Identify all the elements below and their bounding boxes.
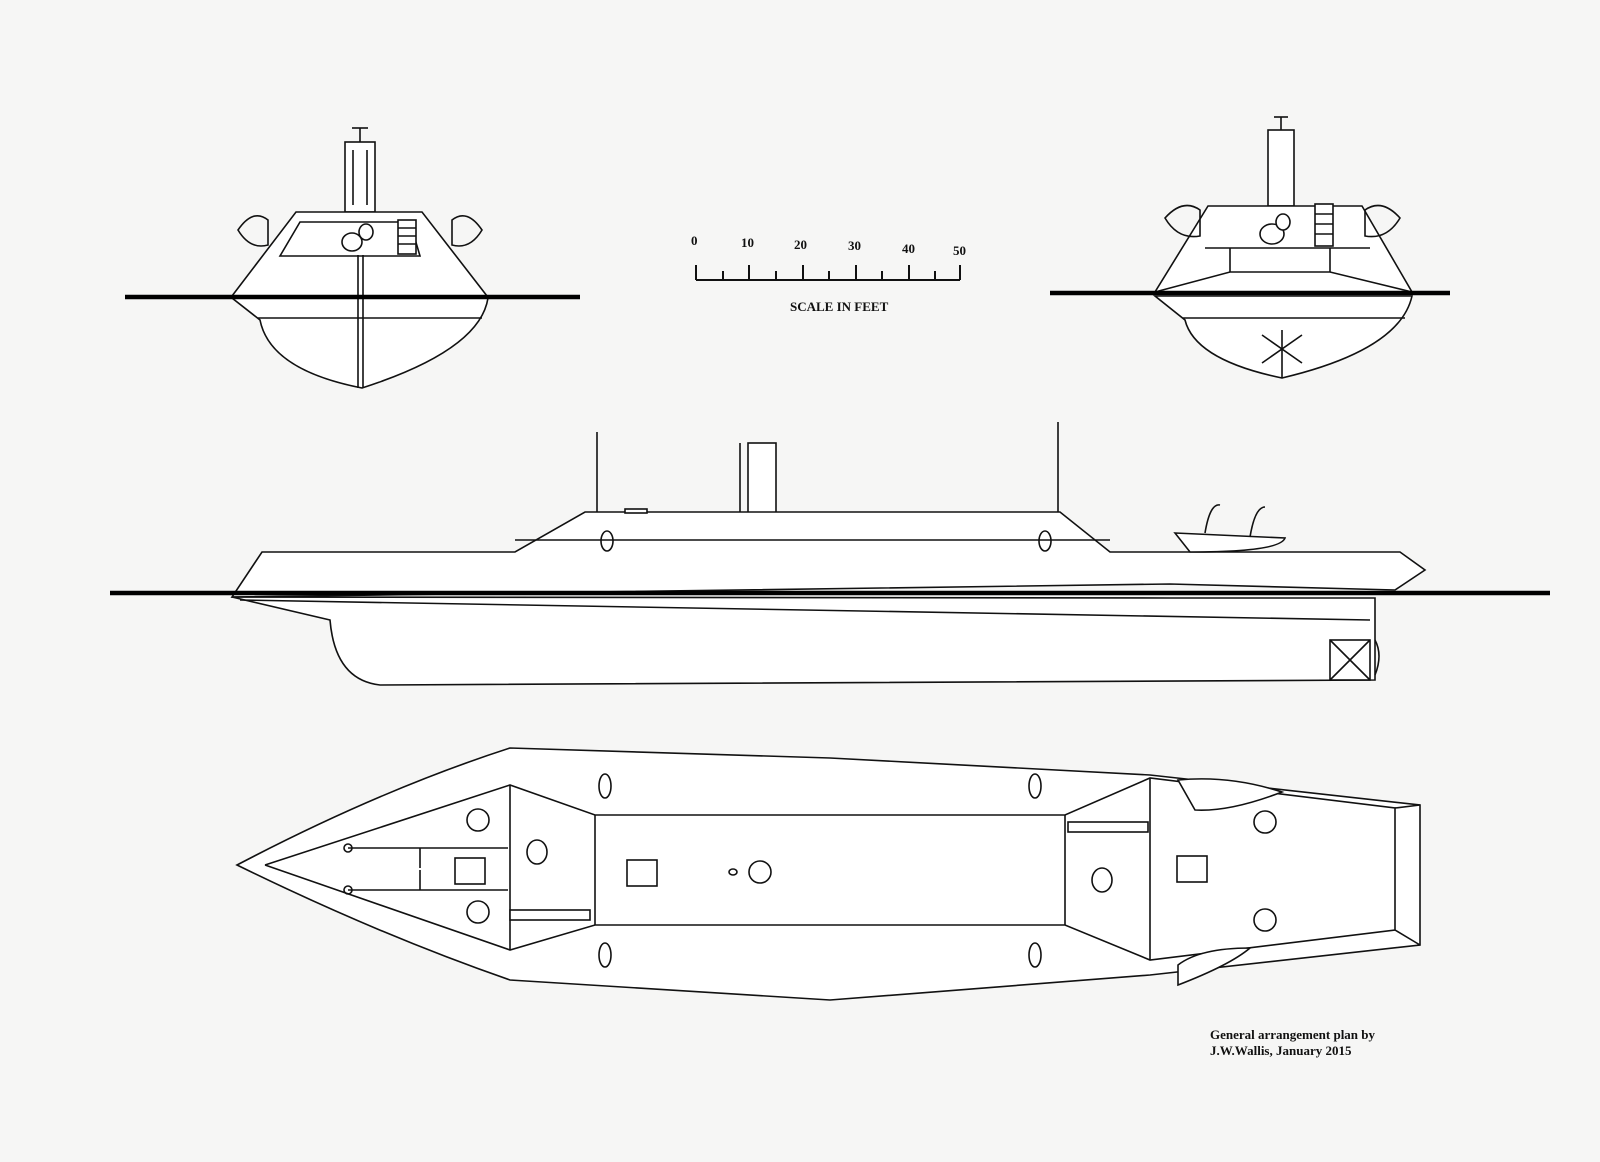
scale-tick-label: 50 (953, 243, 966, 258)
deck-plan-view (235, 747, 1421, 1001)
scale-tick-label: 20 (794, 237, 807, 252)
stern-elevation-view (1050, 116, 1450, 379)
side-profile-view (110, 422, 1550, 686)
scale-label: SCALE IN FEET (790, 299, 889, 314)
caption-line-2: J.W.Wallis, January 2015 (1210, 1043, 1352, 1058)
drawing-caption: General arrangement plan by J.W.Wallis, … (1210, 1027, 1375, 1059)
scale-tick-label: 30 (848, 238, 861, 253)
scale-tick-label: 0 (691, 233, 698, 248)
bow-elevation-view (125, 127, 580, 389)
scale-tick-label: 10 (741, 235, 754, 250)
caption-line-1: General arrangement plan by (1210, 1027, 1376, 1042)
scale-bar (695, 265, 961, 281)
scale-tick-label: 40 (902, 241, 915, 256)
